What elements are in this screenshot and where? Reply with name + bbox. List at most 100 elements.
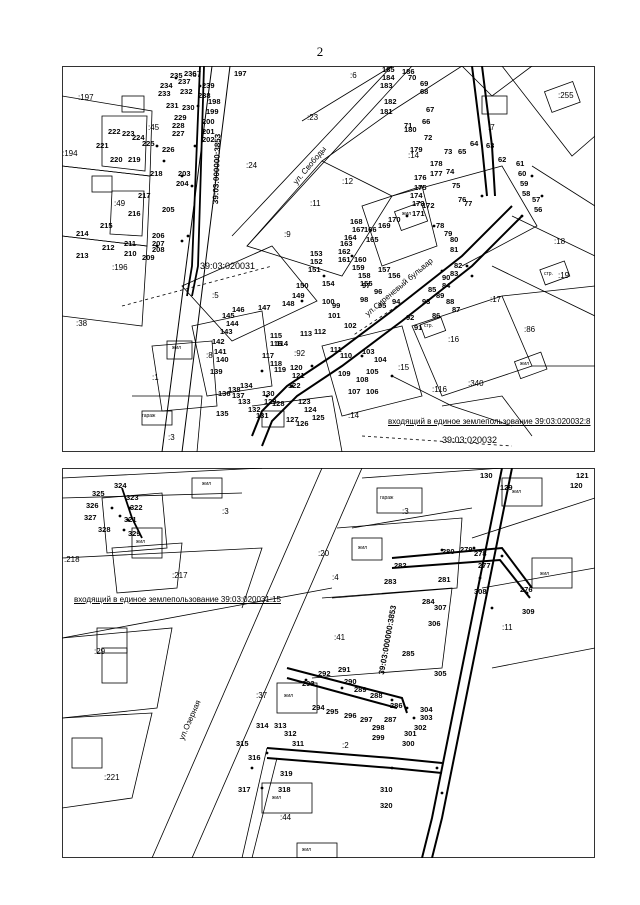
boundary-point-label: 61: [516, 159, 525, 168]
boundary-point-label: 164: [344, 233, 357, 242]
parcel-label: :86: [524, 325, 536, 334]
boundary-point-label: 281: [438, 575, 451, 584]
boundary-point-label: 103: [362, 347, 375, 356]
boundary-point-label: 222: [108, 127, 121, 136]
boundary-point-label: 115: [270, 331, 283, 340]
building-label: гараж: [142, 413, 156, 419]
building-label: жил: [136, 539, 146, 545]
boundary-point-label: 325: [92, 489, 105, 498]
boundary-point-label: 159: [352, 263, 365, 272]
boundary-point-label: 105: [366, 367, 379, 376]
parcel-label: :197: [78, 93, 94, 102]
boundary-point-label: 211: [124, 239, 137, 248]
boundary-point-label: 158: [358, 271, 371, 280]
boundary-point-label: 144: [226, 319, 239, 328]
boundary-point-label: 89: [436, 291, 445, 300]
page-number: 2: [316, 44, 324, 59]
boundary-point-label: 56: [534, 205, 543, 214]
boundary-point-label: 282: [394, 561, 407, 570]
parcel-label: :24: [246, 161, 258, 170]
boundary-point-label: 91: [414, 323, 423, 332]
boundary-point-label: 134: [240, 381, 253, 390]
parcel-label: :217: [172, 571, 188, 580]
boundary-point-label: 139: [210, 367, 223, 376]
boundary-point-label: 212: [102, 243, 115, 252]
parcel-label: :194: [62, 149, 78, 158]
parcel-label: :14: [408, 151, 420, 160]
boundary-point-label: 302: [414, 723, 427, 732]
boundary-point-label: 183: [380, 81, 393, 90]
boundary-point-label: 178: [430, 159, 443, 168]
parcel-label: :45: [148, 123, 160, 132]
building-label: жил: [358, 545, 368, 551]
boundary-point-label: 70: [408, 73, 417, 82]
boundary-point-label: 234: [160, 81, 173, 90]
boundary-point-label: 206: [152, 231, 165, 240]
boundary-point-label: 173: [412, 199, 425, 208]
boundary-point-label: 329: [128, 529, 141, 538]
building-label: жил: [284, 693, 294, 699]
boundary-point-label: 161: [338, 255, 351, 264]
boundary-point-label: 300: [402, 739, 415, 748]
building-label: жил: [302, 847, 312, 853]
boundary-point-label: 80: [450, 235, 459, 244]
boundary-point-label: 121: [292, 371, 305, 380]
boundary-point-label: 177: [430, 169, 443, 178]
parcel-label: :1: [152, 373, 159, 382]
boundary-point-label: 140: [216, 355, 229, 364]
boundary-point-label: 203: [178, 169, 191, 178]
boundary-point-label: 172: [422, 201, 435, 210]
boundary-point-label: 216: [128, 209, 141, 218]
boundary-point-label: 297: [360, 715, 373, 724]
boundary-point-label: 156: [388, 271, 401, 280]
boundary-point-label: 83: [450, 269, 459, 278]
boundary-point-label: 97: [362, 281, 371, 290]
boundary-point-label: 182: [384, 97, 397, 106]
boundary-point-label: 145: [222, 311, 235, 320]
boundary-point-label: 184: [382, 73, 395, 82]
boundary-point-label: 227: [172, 129, 185, 138]
boundary-point-label: 154: [322, 279, 335, 288]
boundary-point-label: 276: [520, 585, 533, 594]
boundary-point-label: 166: [364, 225, 377, 234]
boundary-point-label: 289: [354, 685, 367, 694]
building-label: жил: [272, 795, 282, 801]
parcel-label: :41: [334, 633, 346, 642]
boundary-point-label: 198: [208, 97, 221, 106]
boundary-point-label: 218: [150, 169, 163, 178]
boundary-point-label: 59: [520, 179, 529, 188]
district-label: 39:03:020031: [200, 261, 256, 271]
boundary-point-label: 286: [390, 701, 403, 710]
building-label: жил: [172, 345, 182, 351]
parcel-label: :4: [332, 573, 339, 582]
boundary-point-label: 110: [340, 351, 353, 360]
boundary-point-label: 118: [270, 359, 283, 368]
boundary-point-label: 64: [470, 139, 479, 148]
boundary-point-label: 96: [374, 287, 383, 296]
boundary-point-label: 317: [238, 785, 251, 794]
boundary-point-label: 86: [432, 311, 441, 320]
boundary-point-label: 147: [258, 303, 271, 312]
land-use-note: входящий в единое землепользование 39:03…: [388, 417, 591, 426]
boundary-point-label: 81: [450, 245, 459, 254]
boundary-point-label: 138: [228, 385, 241, 394]
boundary-point-label: 167: [352, 225, 365, 234]
boundary-point-label: 215: [100, 221, 113, 230]
boundary-point-label: 125: [312, 413, 325, 422]
boundary-point-label: 152: [310, 257, 323, 266]
boundary-point-label: 87: [452, 305, 461, 314]
boundary-point-label: 65: [458, 147, 467, 156]
boundary-point-label: 180: [404, 125, 417, 134]
boundary-point-label: 298: [372, 723, 385, 732]
boundary-point-label: 310: [380, 785, 393, 794]
parcel-label: :196: [112, 263, 128, 272]
boundary-point-label: 176: [414, 173, 427, 182]
boundary-point-label: 288: [370, 691, 383, 700]
boundary-point-label: 181: [380, 107, 393, 116]
parcel-label: :44: [280, 813, 292, 822]
parcel-label: :6: [350, 71, 357, 80]
parcel-label: :16: [448, 335, 460, 344]
boundary-point-label: 113: [300, 329, 313, 338]
boundary-point-label: 200: [202, 117, 215, 126]
boundary-point-label: 68: [420, 87, 429, 96]
